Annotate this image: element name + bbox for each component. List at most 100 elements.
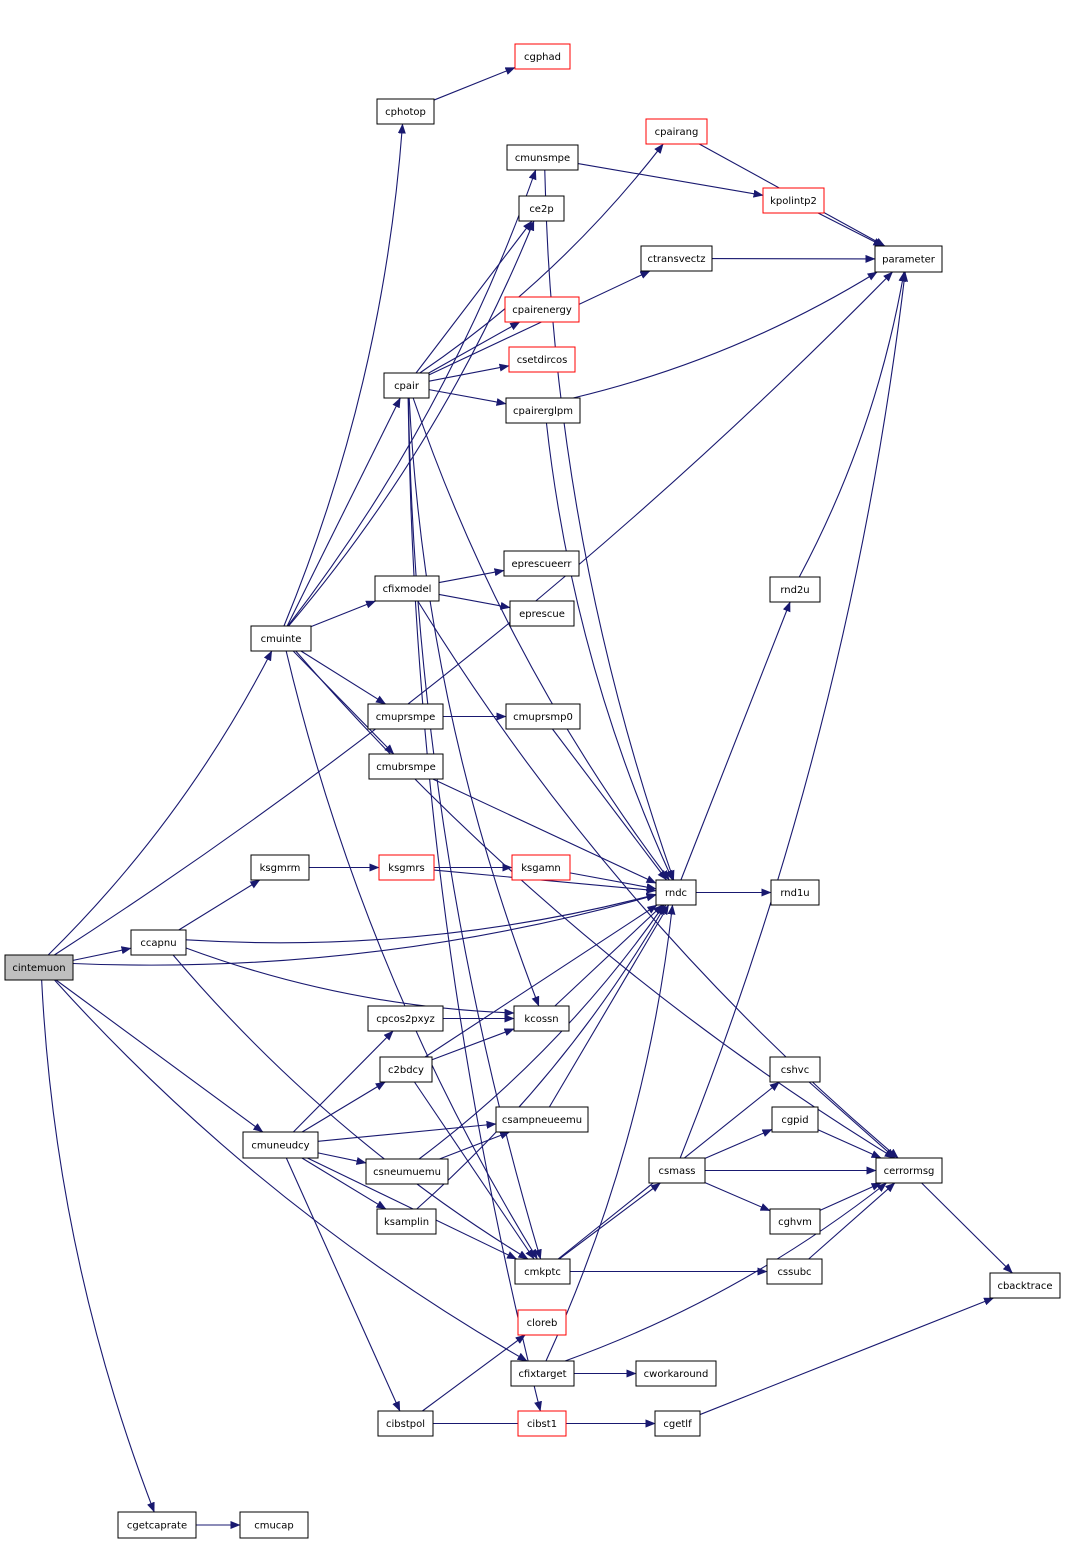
node-ksgmrm[interactable]: ksgmrm (250, 854, 310, 881)
node-cpairenergy[interactable]: cpairenergy (504, 296, 580, 323)
node-box-cmubrsmpe[interactable] (368, 753, 444, 780)
node-box-cmkptc[interactable] (514, 1258, 571, 1285)
node-box-cgphad[interactable] (514, 43, 571, 70)
node-cmuinte[interactable]: cmuinte (250, 625, 312, 652)
node-ksamplin[interactable]: ksamplin (376, 1208, 437, 1235)
node-eprescue[interactable]: eprescue (509, 600, 575, 627)
node-box-cfixmodel[interactable] (374, 575, 440, 602)
node-box-cgpid[interactable] (771, 1106, 819, 1133)
node-cphotop[interactable]: cphotop (376, 98, 435, 125)
node-cmuneudcy[interactable]: cmuneudcy (242, 1131, 319, 1159)
node-box-cpair[interactable] (383, 372, 430, 399)
node-box-eprescue[interactable] (509, 600, 575, 627)
node-box-cfixtarget[interactable] (510, 1360, 575, 1387)
node-ce2p[interactable]: ce2p (518, 195, 565, 222)
node-box-csampneueemu[interactable] (495, 1106, 589, 1133)
node-cpairerglpm[interactable]: cpairerglpm (505, 397, 581, 424)
node-box-cphotop[interactable] (376, 98, 435, 125)
node-cgetcaprate[interactable]: cgetcaprate (117, 1511, 197, 1539)
node-box-csmass[interactable] (648, 1157, 706, 1184)
node-cghvm[interactable]: cghvm (769, 1208, 821, 1235)
node-box-ccapnu[interactable] (130, 929, 187, 956)
node-rnd1u[interactable]: rnd1u (770, 879, 820, 906)
node-box-cmuinte[interactable] (250, 625, 312, 652)
node-box-rnd2u[interactable] (769, 576, 821, 603)
node-box-kpolintp2[interactable] (762, 187, 825, 214)
node-cmubrsmpe[interactable]: cmubrsmpe (368, 753, 444, 780)
node-rndc[interactable]: rndc (655, 879, 697, 906)
node-box-cworkaround[interactable] (635, 1360, 717, 1387)
node-box-cssubc[interactable] (766, 1258, 823, 1285)
node-box-cmunsmpe[interactable] (506, 144, 579, 171)
node-cpairang[interactable]: cpairang (645, 118, 708, 145)
node-box-cibst1[interactable] (517, 1410, 567, 1437)
node-cibst1[interactable]: cibst1 (517, 1410, 567, 1437)
node-box-rnd1u[interactable] (770, 879, 820, 906)
node-kpolintp2[interactable]: kpolintp2 (762, 187, 825, 214)
node-box-cpairang[interactable] (645, 118, 708, 145)
node-box-cmuneudcy[interactable] (242, 1131, 319, 1159)
node-box-ce2p[interactable] (518, 195, 565, 222)
node-cfixmodel[interactable]: cfixmodel (374, 575, 440, 602)
node-cssubc[interactable]: cssubc (766, 1258, 823, 1285)
node-cloreb[interactable]: cloreb (517, 1309, 567, 1336)
node-cpair[interactable]: cpair (383, 372, 430, 399)
node-csmass[interactable]: csmass (648, 1157, 706, 1184)
node-ctransvectz[interactable]: ctransvectz (640, 245, 713, 272)
node-box-parameter[interactable] (874, 245, 943, 273)
node-box-ksgamn[interactable] (511, 854, 571, 881)
node-box-cpairenergy[interactable] (504, 296, 580, 323)
node-cmucap[interactable]: cmucap (239, 1511, 309, 1539)
node-cgetlf[interactable]: cgetlf (654, 1410, 701, 1437)
node-csampneueemu[interactable]: csampneueemu (495, 1106, 589, 1133)
node-box-ksgmrs[interactable] (378, 854, 435, 881)
node-ksgamn[interactable]: ksgamn (511, 854, 571, 881)
node-box-ksgmrm[interactable] (250, 854, 310, 881)
node-csneumuemu[interactable]: csneumuemu (365, 1158, 449, 1185)
node-cibstpol[interactable]: cibstpol (377, 1410, 434, 1437)
node-box-cintemuon[interactable] (4, 954, 74, 981)
node-ksgmrs[interactable]: ksgmrs (378, 854, 435, 881)
node-box-ksamplin[interactable] (376, 1208, 437, 1235)
node-cshvc[interactable]: cshvc (769, 1056, 821, 1083)
node-cintemuon[interactable]: cintemuon (4, 954, 74, 981)
node-box-cgetcaprate[interactable] (117, 1511, 197, 1539)
node-box-ctransvectz[interactable] (640, 245, 713, 272)
node-box-cshvc[interactable] (769, 1056, 821, 1083)
node-kcossn[interactable]: kcossn (513, 1005, 570, 1032)
node-box-cloreb[interactable] (517, 1309, 567, 1336)
node-cbacktrace[interactable]: cbacktrace (989, 1272, 1061, 1299)
node-ccapnu[interactable]: ccapnu (130, 929, 187, 956)
node-box-csneumuemu[interactable] (365, 1158, 449, 1185)
node-box-c2bdcy[interactable] (379, 1056, 433, 1083)
node-cgpid[interactable]: cgpid (771, 1106, 819, 1133)
node-box-kcossn[interactable] (513, 1005, 570, 1032)
node-box-cgetlf[interactable] (654, 1410, 701, 1437)
node-box-rndc[interactable] (655, 879, 697, 906)
node-cerrormsg[interactable]: cerrormsg (875, 1157, 943, 1184)
node-csetdircos[interactable]: csetdircos (508, 346, 576, 373)
node-box-eprescueerr[interactable] (503, 550, 580, 577)
node-box-cmuprsmp0[interactable] (505, 703, 581, 730)
node-box-cpcos2pxyz[interactable] (367, 1005, 444, 1032)
node-box-cmuprsmpe[interactable] (367, 703, 444, 730)
node-rnd2u[interactable]: rnd2u (769, 576, 821, 603)
node-c2bdcy[interactable]: c2bdcy (379, 1056, 433, 1083)
node-box-csetdircos[interactable] (508, 346, 576, 373)
node-eprescueerr[interactable]: eprescueerr (503, 550, 580, 577)
node-cfixtarget[interactable]: cfixtarget (510, 1360, 575, 1387)
node-box-cmucap[interactable] (239, 1511, 309, 1539)
node-box-cpairerglpm[interactable] (505, 397, 581, 424)
node-cmuprsmp0[interactable]: cmuprsmp0 (505, 703, 581, 730)
node-box-cerrormsg[interactable] (875, 1157, 943, 1184)
node-cmkptc[interactable]: cmkptc (514, 1258, 571, 1285)
node-box-cibstpol[interactable] (377, 1410, 434, 1437)
node-cmunsmpe[interactable]: cmunsmpe (506, 144, 579, 171)
node-box-cghvm[interactable] (769, 1208, 821, 1235)
node-cmuprsmpe[interactable]: cmuprsmpe (367, 703, 444, 730)
node-cpcos2pxyz[interactable]: cpcos2pxyz (367, 1005, 444, 1032)
node-box-cbacktrace[interactable] (989, 1272, 1061, 1299)
node-parameter[interactable]: parameter (874, 245, 943, 273)
node-cworkaround[interactable]: cworkaround (635, 1360, 717, 1387)
node-cgphad[interactable]: cgphad (514, 43, 571, 70)
